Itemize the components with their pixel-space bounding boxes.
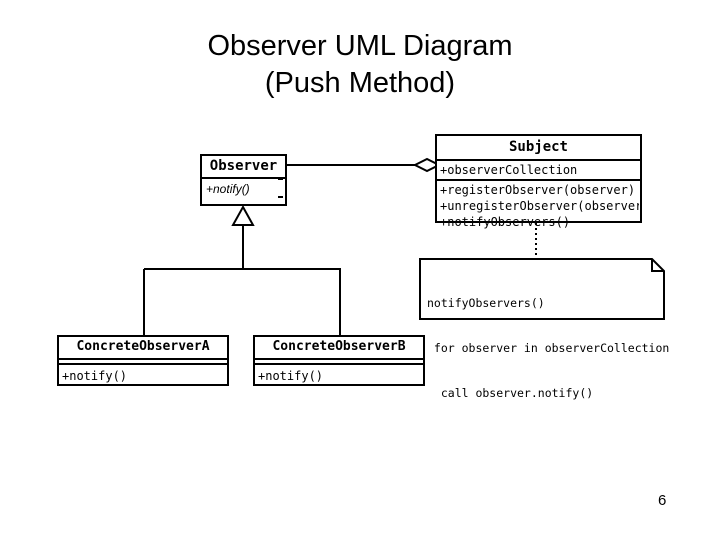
uml-operation: +notify() — [258, 369, 324, 383]
edge-tick-icon — [278, 178, 283, 180]
uml-class-subject[interactable]: Subject +observerCollection +registerObs… — [435, 134, 642, 229]
uml-separator — [255, 363, 423, 365]
uml-operations-compartment-subject: +registerObserver(observer) +unregisterO… — [437, 181, 640, 231]
uml-separator — [59, 363, 227, 365]
page-title-line-1: Observer UML Diagram — [207, 30, 513, 62]
uml-separator — [255, 358, 423, 360]
uml-separator — [437, 179, 640, 181]
generalization-connector-tree — [143, 204, 341, 336]
note-shape — [419, 258, 665, 320]
aggregation-connector-subject-observer — [287, 157, 442, 173]
edge-tick-icon — [278, 196, 283, 198]
uml-class-concrete-observer-b[interactable]: ConcreteObserverB +notify() — [253, 335, 425, 386]
uml-note-line: for observer in observerCollection — [427, 341, 670, 355]
uml-separator — [202, 177, 285, 179]
uml-class-name-concrete-observer-b: ConcreteObserverB — [272, 339, 406, 354]
uml-empty-attributes-compartment — [59, 360, 227, 363]
uml-attributes-compartment-subject: +observerCollection — [437, 161, 640, 179]
uml-operation: +notifyObservers() — [440, 215, 571, 229]
uml-operations-compartment-concrete-observer-b: +notify() — [255, 365, 423, 385]
uml-note-line: call observer.notify() — [427, 386, 594, 400]
uml-operation: +notify() — [206, 182, 250, 196]
uml-class-name-subject: Subject — [508, 139, 568, 155]
uml-note[interactable]: notifyObservers() for observer in observ… — [419, 258, 669, 400]
uml-separator — [437, 159, 640, 161]
note-folded-corner-icon — [651, 259, 664, 272]
uml-note-text: notifyObservers() for observer in observ… — [427, 266, 669, 431]
uml-class-observer[interactable]: Observer +notify() — [200, 154, 287, 206]
uml-note-line: notifyObservers() — [427, 296, 545, 310]
uml-class-name-concrete-observer-a: ConcreteObserverA — [76, 339, 210, 354]
uml-operation: +unregisterObserver(observer) — [440, 199, 639, 213]
page-title: Observer UML Diagram (Push Method) — [0, 28, 720, 102]
uml-operations-compartment-observer: +notify() — [202, 178, 285, 199]
uml-class-concrete-observer-a[interactable]: ConcreteObserverA +notify() — [57, 335, 229, 386]
page-number: 6 — [658, 492, 667, 509]
note-body-outline — [419, 258, 665, 320]
page-title-line-2: (Push Method) — [264, 67, 456, 99]
uml-empty-attributes-compartment — [255, 360, 423, 363]
uml-operations-compartment-concrete-observer-a: +notify() — [59, 365, 227, 385]
uml-attribute: +observerCollection — [440, 163, 578, 177]
uml-operation: +registerObserver(observer) — [440, 183, 636, 197]
generalization-triangle-icon — [231, 204, 255, 226]
uml-class-name-observer: Observer — [209, 158, 278, 174]
uml-separator — [59, 358, 227, 360]
uml-operation: +notify() — [62, 369, 128, 383]
